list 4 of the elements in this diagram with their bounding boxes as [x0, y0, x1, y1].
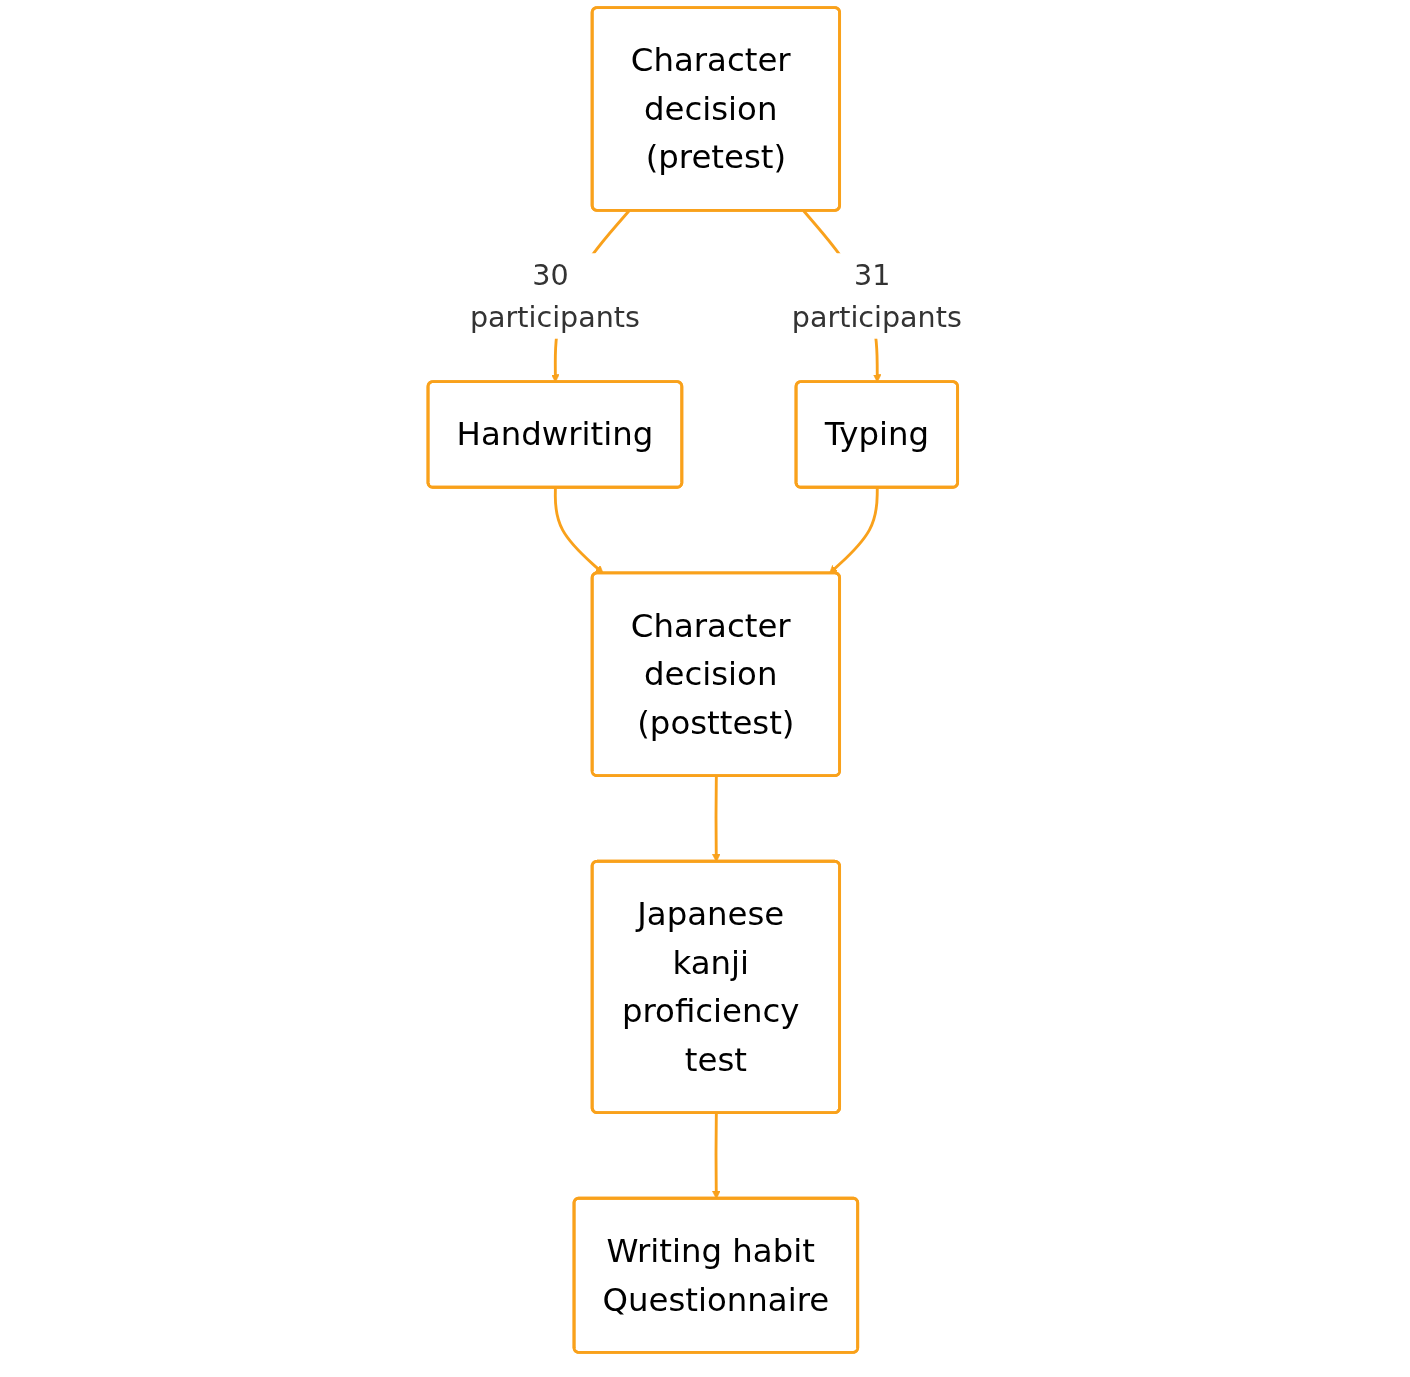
arrow [829, 487, 879, 574]
arrow [553, 487, 604, 574]
edge-label: 31 participants [791, 257, 962, 335]
edge-label: 30 participants [469, 257, 640, 335]
